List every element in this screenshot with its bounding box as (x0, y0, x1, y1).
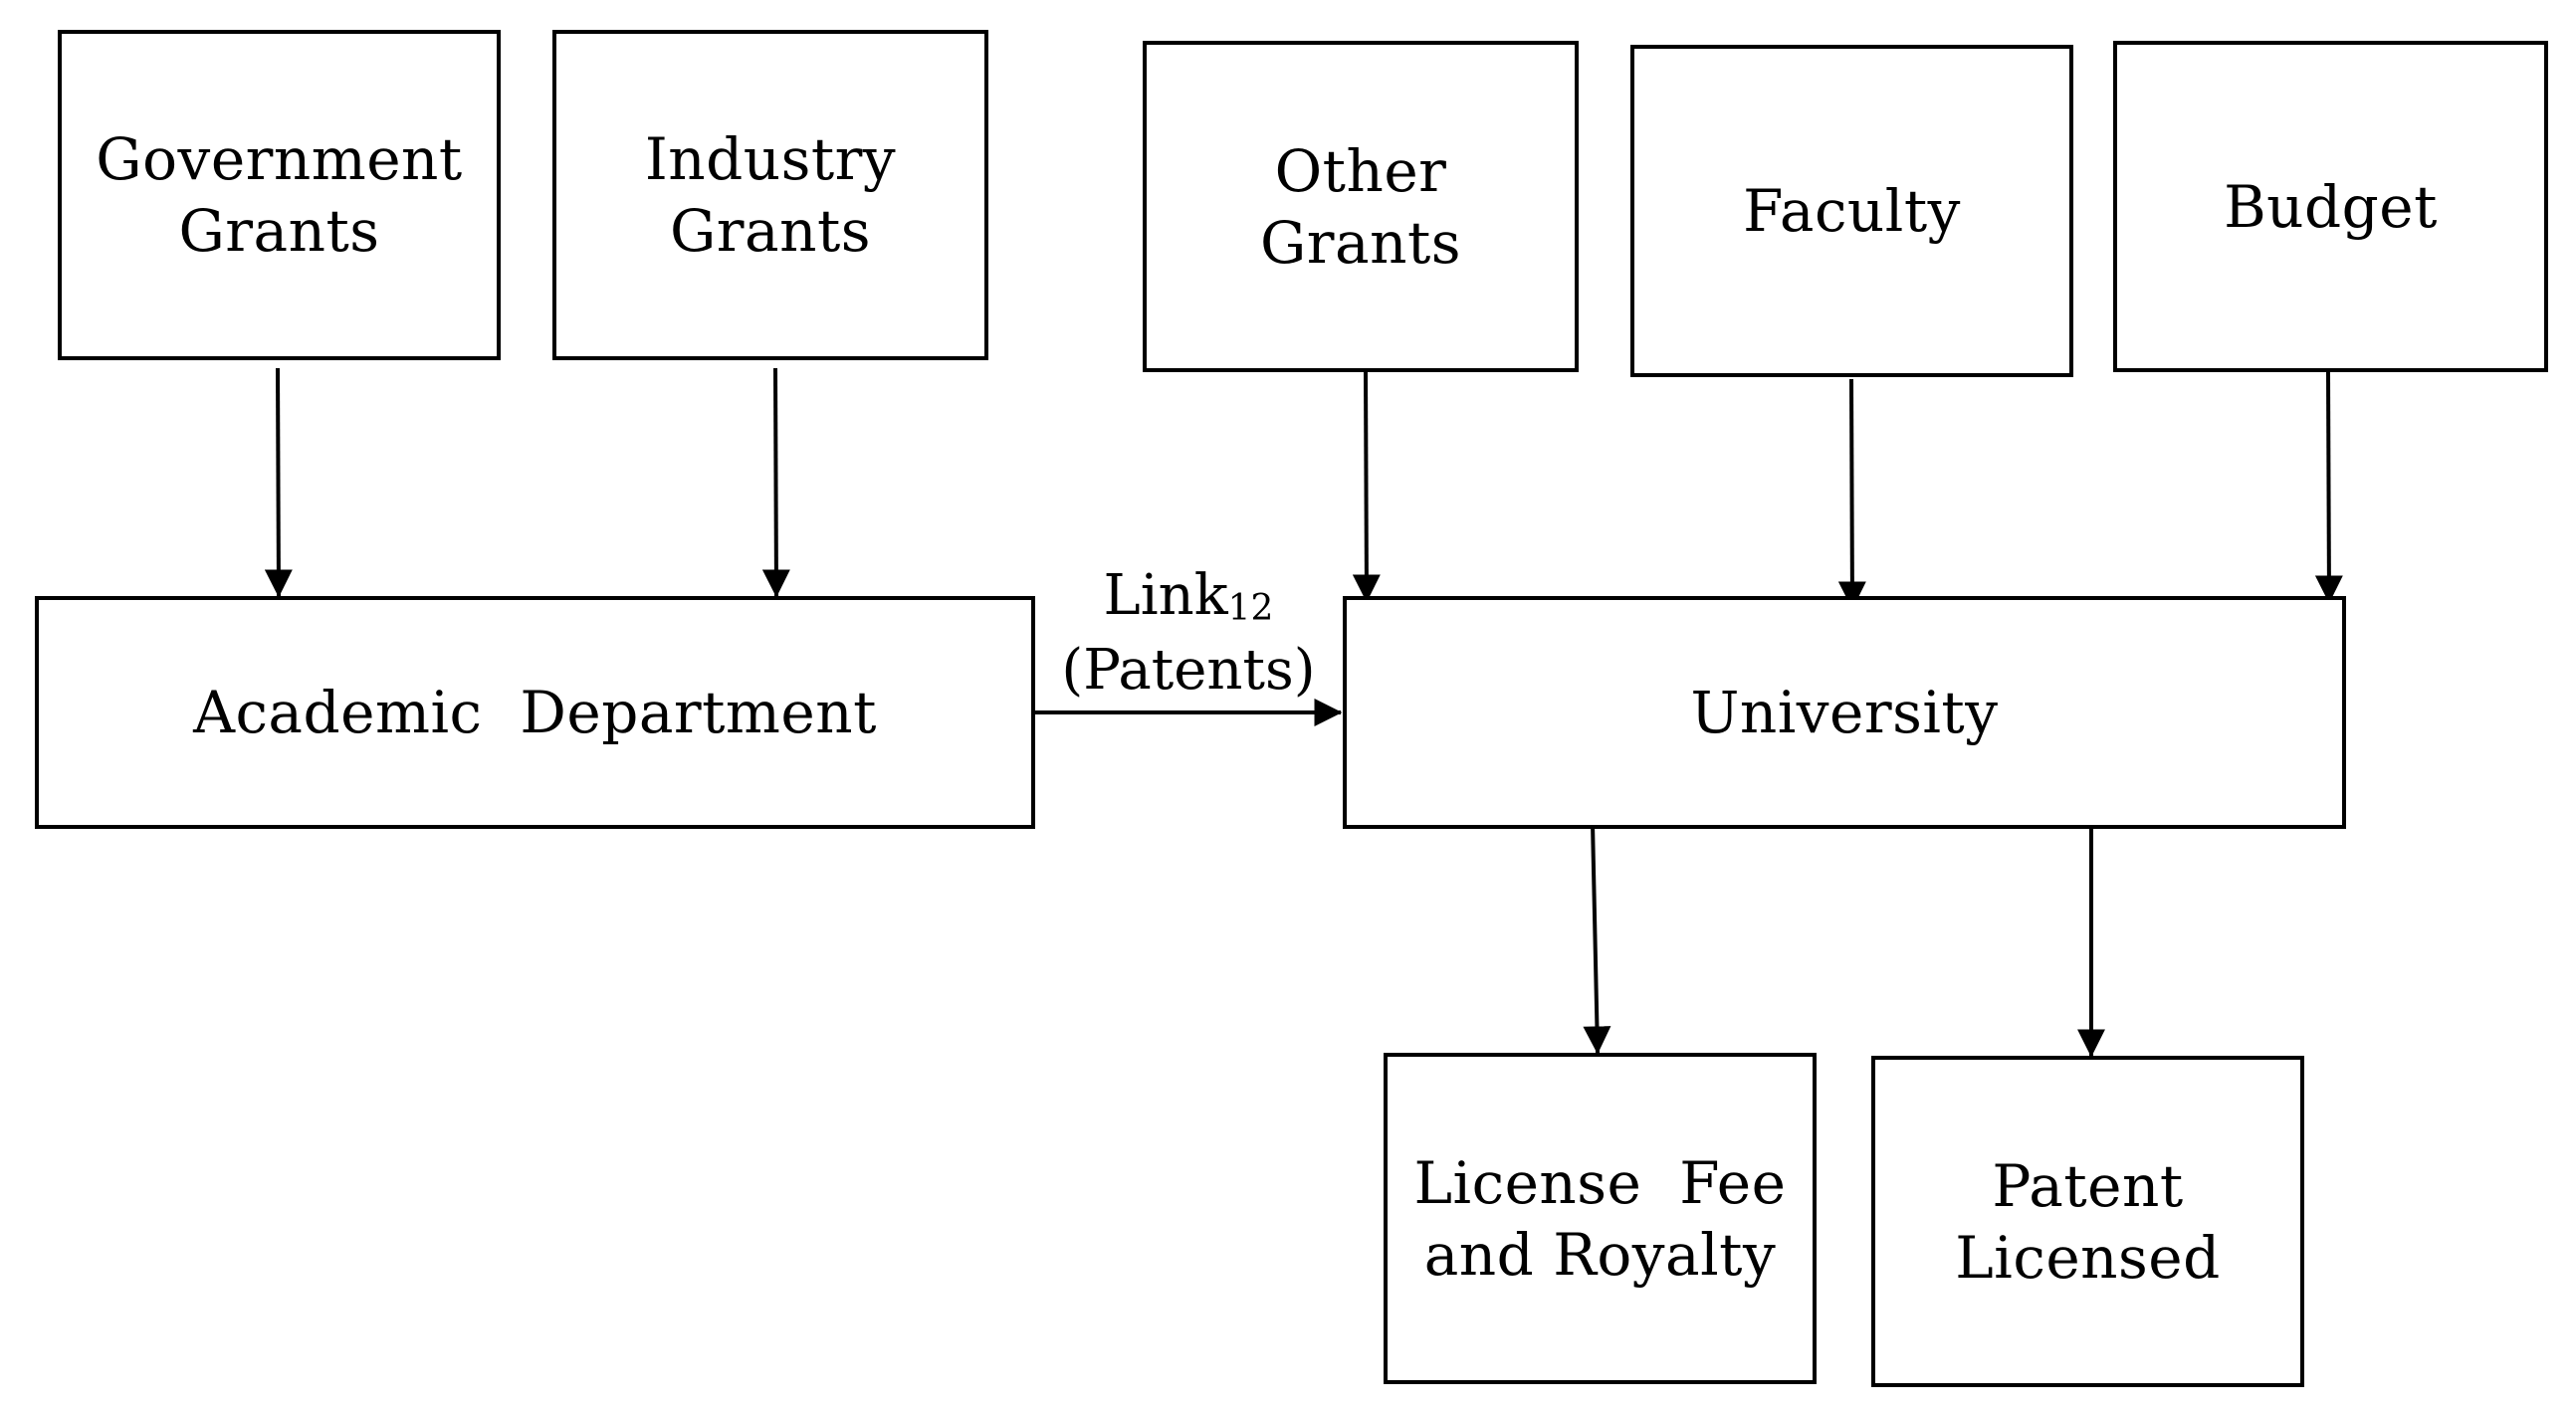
faculty-box: Faculty (1630, 45, 2073, 377)
link-edge-label-line1: Link12 (1047, 565, 1330, 640)
link-label-subscript: 12 (1227, 588, 1274, 629)
edge-industry-to-academic (761, 367, 790, 598)
edge-other-grants-to-university (1352, 370, 1381, 603)
government-grants-box: Government Grants (58, 30, 501, 360)
industry-grants-label-line2: Grants (669, 197, 872, 265)
license-fee-label-line2: and Royalty (1423, 1220, 1777, 1289)
edge-university-to-license-fee (1583, 822, 1611, 1055)
patent-licensed-box: Patent Licensed (1871, 1056, 2304, 1387)
industry-grants-box: Industry Grants (552, 30, 988, 360)
academic-department-label: Academic Department (193, 679, 877, 746)
government-grants-label-line2: Grants (178, 197, 380, 265)
edge-budget-to-university (2314, 370, 2343, 604)
industry-grants-label-line1: Industry (644, 125, 897, 193)
faculty-label: Faculty (1743, 177, 1961, 245)
other-grants-label-line2: Grants (1259, 208, 1462, 277)
university-label: University (1690, 679, 1999, 746)
edge-faculty-to-university (1837, 378, 1866, 610)
patent-licensed-label-line1: Patent (1992, 1151, 2184, 1220)
edge-government-to-academic (264, 367, 293, 598)
link-edge-label: Link12 (Patents) (1047, 565, 1330, 702)
other-grants-label-line1: Other (1274, 136, 1447, 205)
license-fee-royalty-box: License Fee and Royalty (1384, 1053, 1817, 1384)
link-label-note: (Patents) (1061, 638, 1316, 703)
link-label-main: Link (1103, 563, 1228, 628)
patent-licensed-label-line2: Licensed (1955, 1223, 2221, 1292)
academic-department-box: Academic Department (35, 596, 1035, 829)
budget-box: Budget (2113, 41, 2548, 372)
license-fee-label-line1: License Fee (1413, 1148, 1787, 1217)
budget-label: Budget (2224, 172, 2438, 241)
other-grants-box: Other Grants (1143, 41, 1579, 372)
government-grants-label-line1: Government (96, 125, 463, 193)
university-box: University (1343, 596, 2346, 829)
